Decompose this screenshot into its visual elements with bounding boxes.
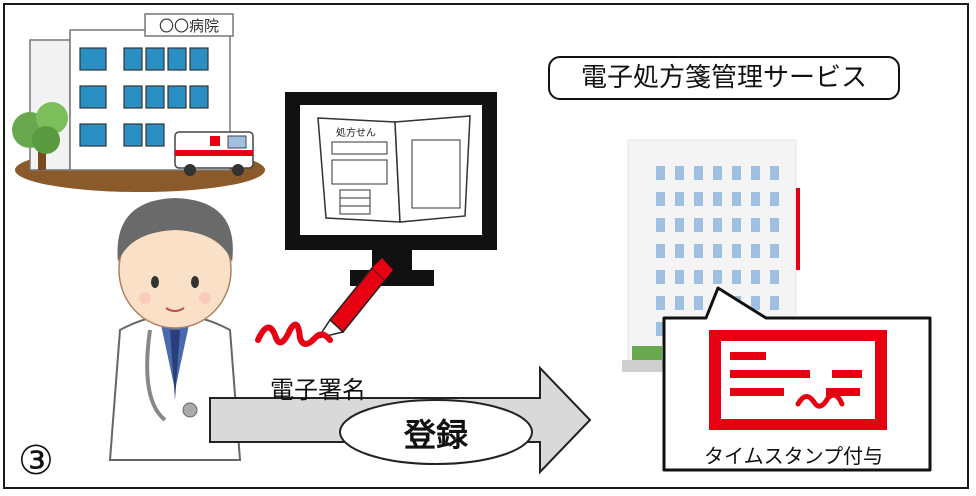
building-window — [751, 296, 760, 310]
building-window — [694, 244, 703, 258]
building-window — [675, 270, 684, 284]
building-window — [656, 166, 665, 180]
building-window — [732, 218, 741, 232]
step-number: ③ — [18, 438, 54, 484]
signature-scribble — [255, 321, 333, 347]
building-window — [732, 244, 741, 258]
building-window — [751, 218, 760, 232]
register-label: 登録 — [404, 416, 469, 454]
prescription-title: 処方せん — [336, 126, 376, 139]
building-window — [732, 192, 741, 206]
building-window — [656, 192, 665, 206]
building-window — [770, 166, 779, 180]
building-window — [713, 244, 722, 258]
building-window — [713, 270, 722, 284]
building-window — [732, 166, 741, 180]
hospital-sign: 〇〇病院 — [159, 17, 219, 35]
building-window — [694, 296, 703, 310]
building-window — [751, 244, 760, 258]
diagram-frame — [3, 3, 969, 489]
building-window — [694, 166, 703, 180]
building-window — [656, 322, 665, 336]
building-window — [675, 166, 684, 180]
building-window — [751, 166, 760, 180]
building-window — [751, 270, 760, 284]
building-window — [694, 192, 703, 206]
building-window — [732, 270, 741, 284]
building-window — [770, 218, 779, 232]
building-window — [656, 270, 665, 284]
building-window — [770, 296, 779, 310]
timestamp-label: タイムスタンプ付与 — [704, 444, 883, 468]
building-window — [656, 218, 665, 232]
building-window — [751, 192, 760, 206]
building-window — [770, 244, 779, 258]
monitor-illustration: 処方せん — [285, 92, 497, 286]
building-window — [694, 270, 703, 284]
building-window — [713, 166, 722, 180]
building-window — [694, 218, 703, 232]
building-window — [675, 296, 684, 310]
building-window — [656, 244, 665, 258]
building-window — [770, 270, 779, 284]
ambulance-icon — [174, 131, 254, 176]
building-window — [713, 218, 722, 232]
service-label: 電子処方箋管理サービス — [548, 56, 900, 100]
building-window — [656, 296, 665, 310]
building-window — [675, 244, 684, 258]
timestamp-bubble — [662, 286, 932, 472]
doctor-illustration — [108, 198, 242, 461]
register-arrow — [209, 365, 592, 475]
hospital-illustration: 〇〇病院 — [12, 13, 265, 192]
building-window — [675, 218, 684, 232]
building-window — [675, 192, 684, 206]
building-window — [770, 192, 779, 206]
building-window — [713, 192, 722, 206]
signature-label: 電子署名 — [270, 376, 366, 404]
